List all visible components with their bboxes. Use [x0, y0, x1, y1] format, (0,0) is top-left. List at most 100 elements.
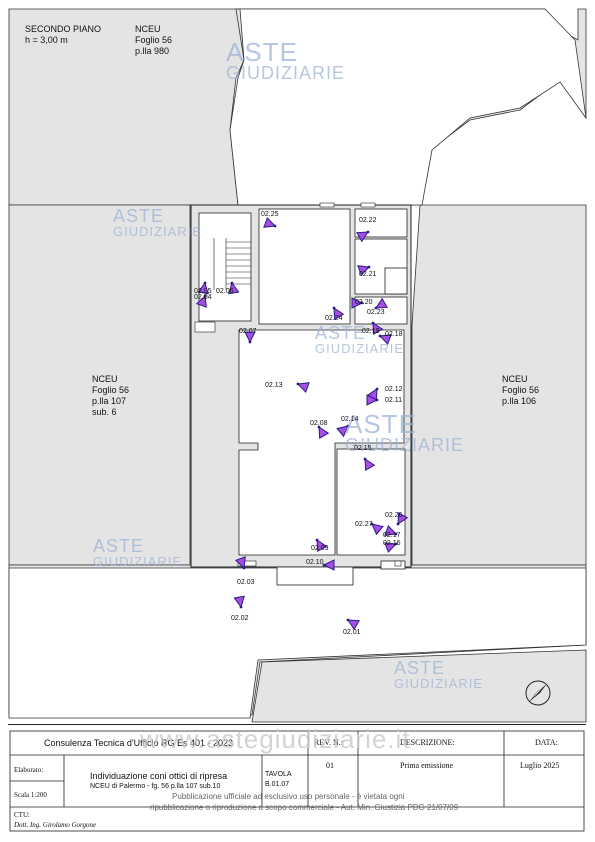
camera-point	[322, 563, 326, 567]
camera-cone-icon	[228, 281, 240, 295]
camera-point	[317, 425, 321, 429]
nceu-left-label: NCEU	[92, 374, 118, 384]
photo-label: 02.01	[343, 629, 361, 636]
parcel-980	[229, 8, 587, 206]
title-block-grid	[9, 730, 585, 832]
camera-cone-icon	[316, 539, 328, 552]
nceu-right-foglio: Foglio 56	[502, 385, 540, 395]
camera-point	[273, 224, 277, 228]
elaborato-title: Individuazione coni ottici di ripresa	[90, 771, 228, 781]
photo-label: 02.22	[359, 217, 377, 224]
camera-point	[367, 265, 371, 269]
camera-cone-icon	[397, 512, 409, 525]
elaborato-label: Elaborato:	[14, 766, 44, 774]
ctu-name: Dott. Ing. Girolamo Gorgone	[14, 821, 97, 829]
camera-cone-icon	[322, 559, 335, 571]
camera-cone-icon	[375, 297, 388, 309]
photo-label: 02.06	[216, 288, 234, 295]
nceu-left-plla: p.lla 107	[92, 396, 127, 406]
camera-point	[296, 382, 300, 386]
camera-cone-icon	[336, 425, 349, 438]
photo-label: 02.10	[306, 559, 324, 566]
camera-point	[375, 398, 379, 402]
camera-point	[230, 281, 234, 285]
camera-cone-icon	[233, 595, 245, 609]
camera-point	[375, 387, 379, 391]
nceu-left-sub: sub. 6	[92, 407, 117, 417]
scala-label: Scala 1:200	[14, 791, 47, 799]
data-value: Luglio 2025	[520, 761, 560, 770]
height-label: h = 3,00 m	[25, 35, 68, 45]
watermark-logo: ASTE GIUDIZIARIE	[345, 409, 465, 455]
photo-label: 02.04	[194, 294, 212, 301]
watermark-logo: ASTE GIUDIZIARIE	[226, 37, 345, 82]
photo-label: 02.16	[383, 540, 401, 547]
camera-point	[396, 522, 400, 526]
camera-point	[366, 230, 370, 234]
photo-label: 02.24	[325, 315, 343, 322]
camera-cone-icon	[384, 542, 398, 554]
camera-cone-icon	[378, 334, 392, 346]
camera-cone-icon	[318, 426, 330, 439]
watermark-line1: ASTE	[226, 37, 298, 67]
watermark-logo: ASTE GIUDIZIARIE	[315, 323, 405, 356]
camera-cone-icon	[372, 322, 384, 335]
camera-point	[374, 306, 378, 310]
camera-point	[239, 605, 243, 609]
camera-point	[203, 281, 207, 285]
photo-label: 02.20	[355, 299, 373, 306]
camera-point	[346, 618, 350, 622]
camera-point	[363, 457, 367, 461]
camera-cone-icon	[195, 294, 207, 308]
rev-value: 01	[326, 761, 334, 770]
tavola-label: TAVOLA	[265, 771, 292, 778]
camera-cone-icon	[356, 231, 369, 243]
camera-point	[378, 334, 382, 338]
camera-cone-icon	[364, 458, 376, 471]
descr-value: Prima emissione	[400, 761, 454, 770]
photo-label: 02.12	[385, 386, 403, 393]
photo-label: 02.15	[354, 445, 372, 452]
consulenza-title: Consulenza Tecnica d'Ufficio RG Es 401 -…	[44, 738, 233, 748]
camera-point	[203, 294, 207, 298]
photo-label: 02.08	[310, 420, 328, 427]
camera-cone-icon	[357, 265, 371, 277]
photo-label: 02.11	[385, 397, 402, 404]
camera-point	[394, 532, 398, 536]
nceu-top-label: NCEU	[135, 24, 161, 34]
camera-point	[394, 542, 398, 546]
camera-cone-icon	[366, 394, 379, 406]
photo-label: 02.19	[362, 328, 380, 335]
elaborato-sub: NCEU di Palermo - fg. 56 p.lla 107 sub.1…	[90, 783, 221, 790]
camera-cone-icon	[347, 619, 360, 631]
photo-label: 02.09	[311, 545, 329, 552]
camera-point	[370, 522, 374, 526]
nceu-left-foglio: Foglio 56	[92, 385, 130, 395]
photo-label: 02.05	[194, 288, 212, 295]
camera-cone-icon	[234, 556, 246, 570]
publication-note-2: ripubblicazione o riproduzione a scopo c…	[150, 803, 459, 812]
camera-cone-icon	[296, 382, 310, 394]
photo-label: 02.03	[237, 579, 255, 586]
camera-cone-icon	[333, 307, 345, 320]
descr-label: DESCRIZIONE:	[400, 738, 455, 747]
floor-label: SECONDO PIANO	[25, 24, 102, 34]
camera-cone-icon	[197, 281, 209, 295]
camera-point	[346, 424, 350, 428]
photo-label: 02.02	[231, 615, 249, 622]
title-block: Consulenza Tecnica d'Ufficio RG Es 401 -…	[8, 724, 586, 834]
photo-label: 02.27	[355, 521, 373, 528]
camera-point	[242, 566, 246, 570]
photo-label: 02.25	[261, 211, 279, 218]
nceu-top-plla: p.lla 980	[135, 46, 170, 56]
camera-cones	[195, 216, 409, 631]
camera-cone-icon	[263, 216, 277, 228]
tavola-value: B.01.07	[265, 781, 290, 788]
camera-cone-icon	[384, 524, 398, 536]
camera-point	[332, 306, 336, 310]
north-arrow-icon	[525, 680, 551, 706]
camera-point	[315, 538, 319, 542]
watermark-logo: ASTE GIUDIZIARIE	[394, 658, 484, 691]
camera-point	[248, 340, 252, 344]
